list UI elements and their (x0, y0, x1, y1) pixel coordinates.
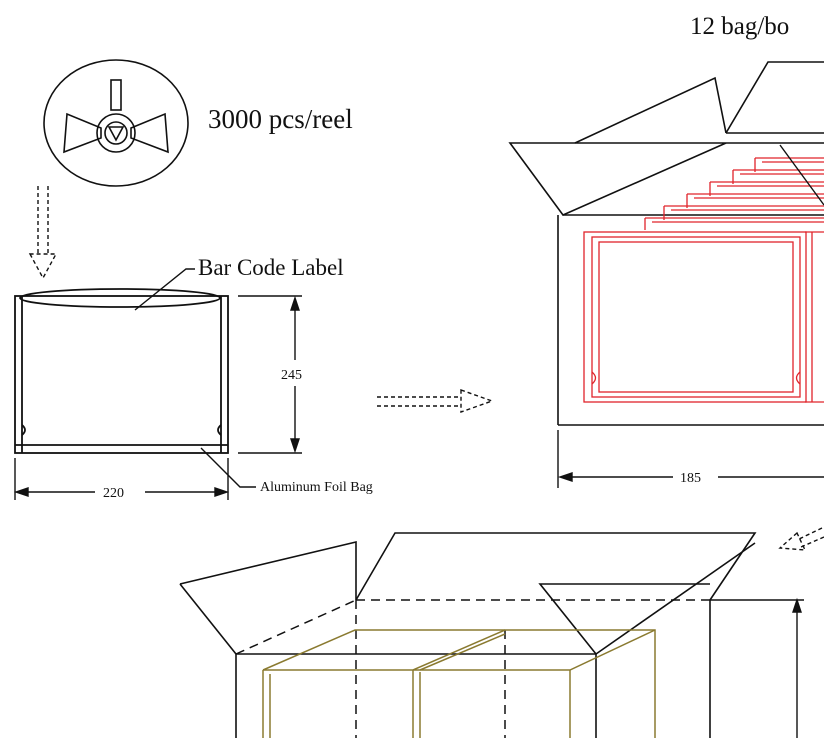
bar-code-leader (134, 268, 195, 311)
carton-height-dimension (792, 597, 802, 738)
reel-count-label: 3000 pcs/reel (208, 104, 353, 134)
box-width-dimension (557, 430, 824, 488)
dashed-arrow-down-left-icon (778, 527, 824, 551)
bag-height-value: 245 (281, 368, 302, 383)
carton-hidden-edges (235, 599, 710, 738)
foil-bag-label: Aluminum Foil Bag (260, 480, 373, 495)
inner-boxes-in-carton (262, 629, 656, 738)
bag-width-value: 220 (103, 486, 124, 501)
inner-box (508, 61, 824, 426)
bar-code-label: Bar Code Label (198, 255, 344, 280)
dashed-arrow-right-icon (377, 389, 495, 413)
foil-bag-leader (200, 447, 256, 488)
bag-width-dimension (13, 458, 230, 500)
reel-icon (43, 59, 189, 187)
outer-carton (179, 532, 804, 738)
box-width-value: 185 (680, 471, 701, 486)
box-count-label: 12 bag/bo (690, 13, 789, 40)
dashed-arrow-down-icon (28, 186, 58, 280)
bag-height-dimension (238, 295, 302, 454)
stacked-bags (583, 157, 824, 403)
aluminum-foil-bag (14, 288, 229, 454)
